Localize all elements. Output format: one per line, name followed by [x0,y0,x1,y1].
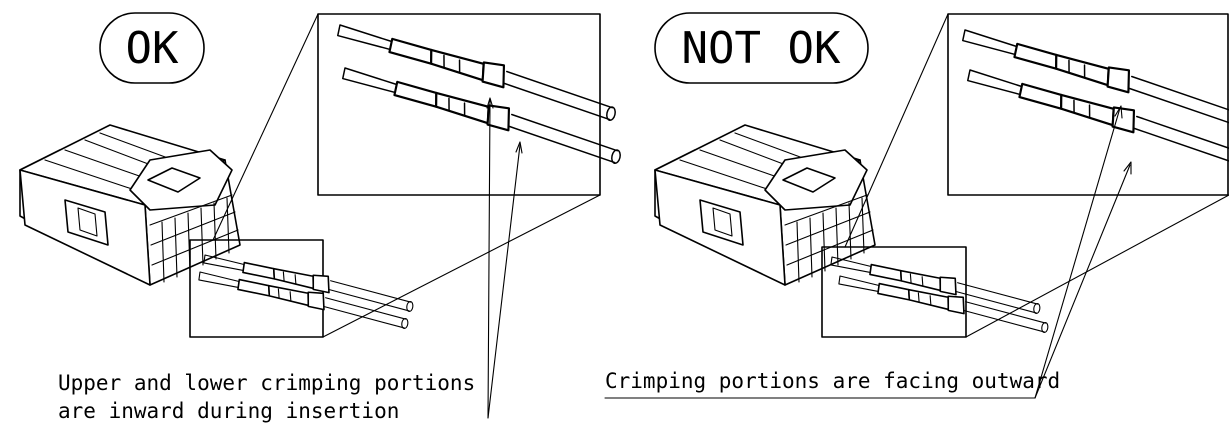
not-ok-zoom-line [844,13,949,248]
not-ok-badge: NOT OK [654,12,869,84]
ok-leader-arrow [487,99,491,419]
not-ok-terminals [827,256,1052,334]
ok-zoom-line [322,194,601,338]
ok-leader-arrow [487,144,521,419]
not-ok-connector-illustration [654,124,876,286]
ok-zoom-line [212,13,319,241]
ok-badge: OK [99,12,205,84]
ok-magnified-frame [317,13,601,196]
not-ok-caption: Crimping portions are facing outward [605,369,1060,393]
not-ok-detail-frame [821,246,967,338]
not-ok-magnified-terminals [956,28,1229,168]
ok-connector-illustration [19,124,241,286]
ok-terminals [195,254,417,330]
ok-panel: OK Upper and lower crimping portions are… [19,12,628,423]
not-ok-zoom-line [965,194,1229,338]
not-ok-leader-arrow [1034,107,1121,399]
not-ok-magnified-frame [947,13,1229,196]
ok-magnified-terminals [331,23,628,166]
ok-caption-line1: Upper and lower crimping portions [58,371,475,395]
not-ok-badge-text: NOT OK [682,23,841,74]
ok-caption-line2: are inward during insertion [58,399,399,423]
ok-badge-text: OK [126,23,179,74]
not-ok-panel: NOT OK Crimping portions are facing outw… [604,12,1229,399]
not-ok-leader-arrow [1034,164,1131,399]
